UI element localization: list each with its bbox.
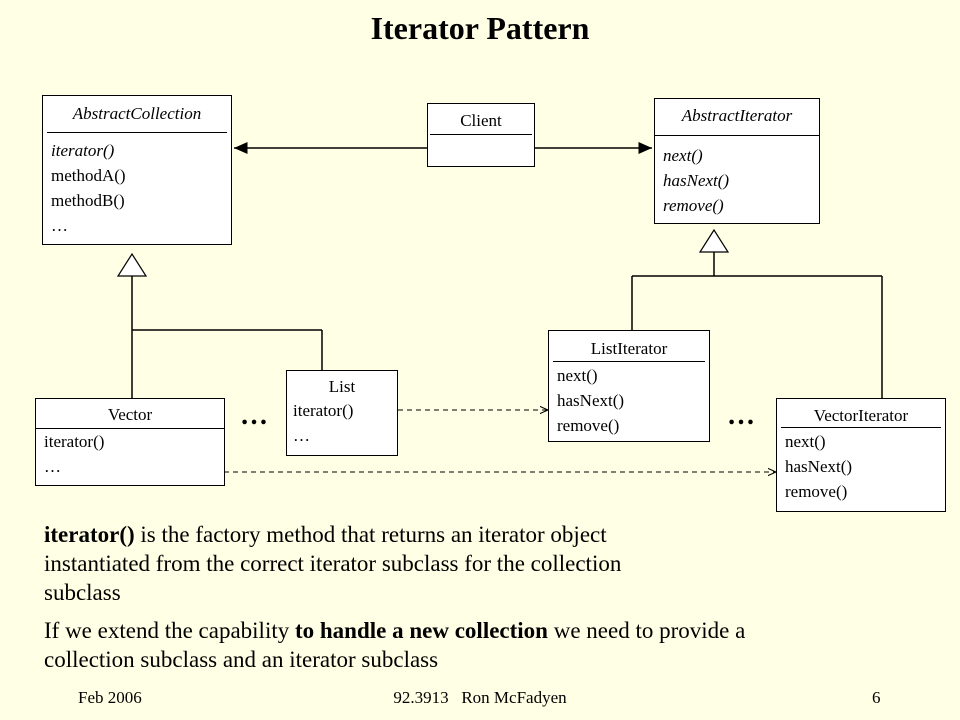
method-item: next() — [663, 146, 703, 165]
vector-iterator-class: VectorIterator next() hasNext() remove() — [776, 398, 946, 512]
method-item: remove() — [785, 482, 848, 501]
method-item: … — [44, 457, 61, 476]
method-item: hasNext() — [785, 457, 853, 476]
method-item: iterator() — [44, 432, 105, 451]
vector-iterator-methods: next() hasNext() remove() — [785, 429, 945, 504]
method-item: iterator() — [293, 401, 354, 420]
vector-name: Vector — [107, 405, 153, 424]
paragraph-text: instantiated from the correct iterator s… — [44, 551, 622, 576]
method-item: next() — [785, 432, 826, 451]
method-item: methodB() — [51, 191, 125, 210]
factory-method-keyword: iterator() — [44, 522, 135, 547]
extension-paragraph: If we extend the capability to handle a … — [44, 616, 944, 674]
vector-class: Vector iterator() … — [35, 398, 225, 486]
footer-page-number: 6 — [872, 688, 881, 707]
list-methods: iterator() … — [293, 398, 397, 448]
abstract-iterator-name: AbstractIterator — [681, 106, 793, 125]
method-item: … — [51, 216, 68, 235]
list-iterator-name: ListIterator — [590, 339, 668, 358]
emphasis-text: to handle a new collection — [294, 618, 548, 643]
list-name: List — [328, 377, 356, 396]
more-iterators-ellipsis: … — [727, 400, 756, 431]
client-name: Client — [460, 111, 502, 130]
method-item: next() — [557, 366, 598, 385]
vector-iterator-name: VectorIterator — [813, 406, 909, 425]
factory-method-paragraph: iterator() is the factory method that re… — [44, 520, 924, 607]
method-item: remove() — [663, 196, 724, 215]
abstract-collection-methods: iterator() methodA() methodB() … — [51, 138, 231, 238]
page-title: Iterator Pattern — [370, 10, 590, 46]
abstract-iterator-methods: next() hasNext() remove() — [663, 143, 819, 218]
paragraph-text: is the factory method that returns an it… — [134, 522, 607, 547]
method-item: hasNext() — [663, 171, 730, 190]
more-collections-ellipsis: … — [240, 400, 269, 431]
abstract-iterator-class: AbstractIterator next() hasNext() remove… — [654, 98, 820, 224]
abstract-collection-name: AbstractCollection — [72, 104, 202, 123]
list-iterator-class: ListIterator next() hasNext() remove() — [548, 330, 710, 442]
client-class: Client — [427, 103, 535, 167]
abstract-collection-class: AbstractCollection iterator() methodA() … — [42, 95, 232, 245]
method-item: iterator() — [51, 141, 115, 160]
collection-inheritance-triangle — [116, 252, 148, 277]
paragraph-text: subclass — [44, 580, 121, 605]
paragraph-text: collection subclass and an iterator subc… — [44, 647, 439, 672]
paragraph-text: If we extend the capability — [44, 618, 295, 643]
iterator-inheritance-triangle — [698, 228, 730, 253]
list-iterator-methods: next() hasNext() remove() — [557, 363, 709, 438]
method-item: remove() — [557, 416, 620, 435]
vector-methods: iterator() … — [44, 429, 224, 479]
footer-date: Feb 2006 — [78, 688, 142, 707]
footer-course: 92.3913 Ron McFadyen — [393, 688, 567, 707]
method-item: methodA() — [51, 166, 126, 185]
method-item: … — [293, 426, 310, 445]
list-class: List iterator() … — [286, 370, 398, 456]
method-item: hasNext() — [557, 391, 625, 410]
paragraph-text: we need to provide a — [547, 618, 746, 643]
